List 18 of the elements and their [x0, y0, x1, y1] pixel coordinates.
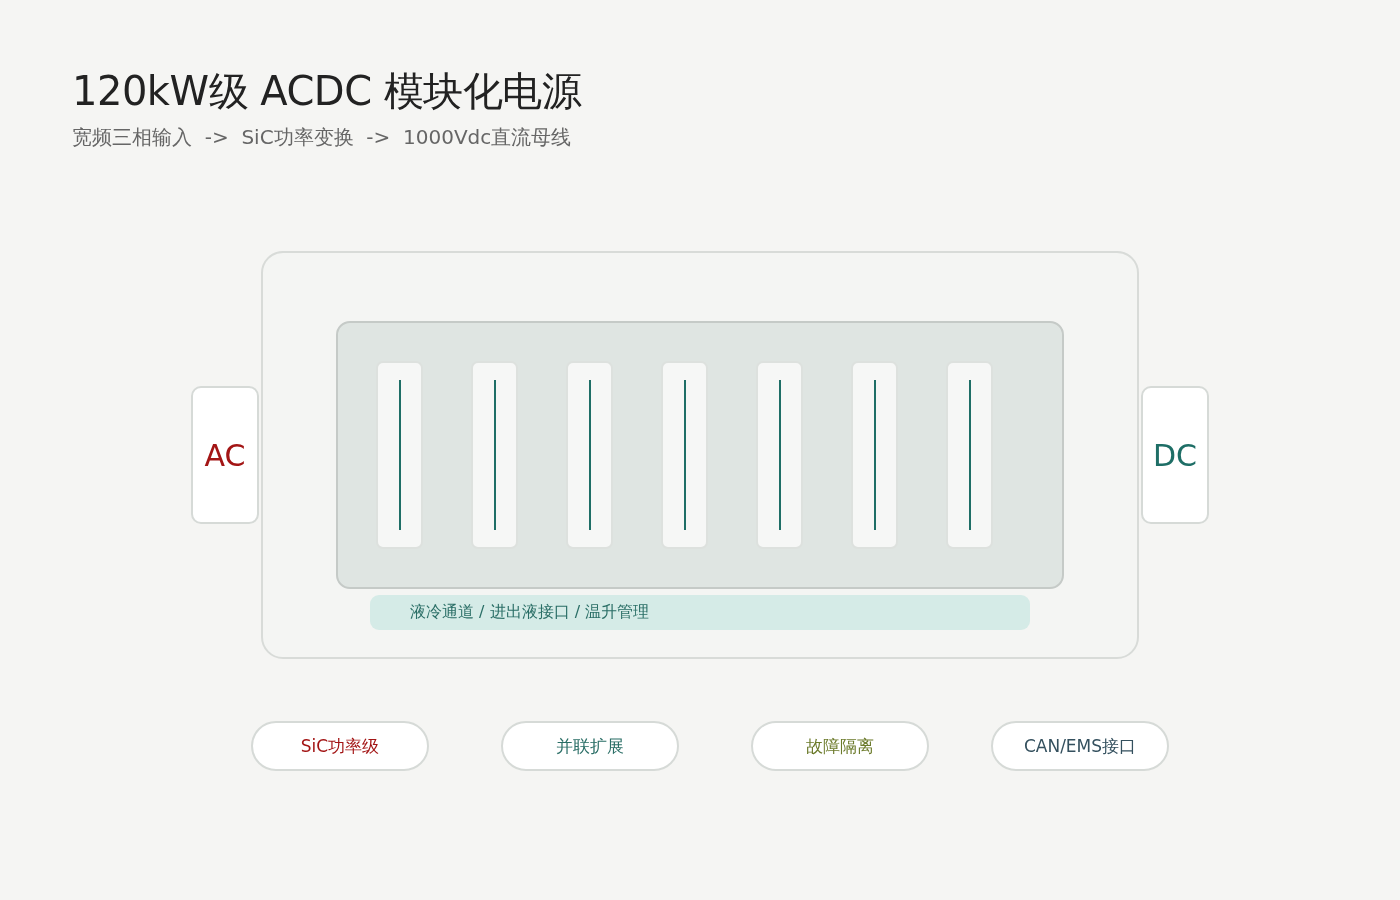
module-box [336, 321, 1064, 589]
power-slot [756, 361, 803, 549]
feature-pill: CAN/EMS接口 [991, 721, 1169, 771]
power-slot [946, 361, 993, 549]
power-slot [471, 361, 518, 549]
power-slot [376, 361, 423, 549]
title: 120kW级 ACDC 模块化电源 [72, 67, 582, 116]
cooling-band: 液冷通道 / 进出液接口 / 温升管理 [370, 595, 1030, 630]
feature-pill: 并联扩展 [501, 721, 679, 771]
feature-pill: SiC功率级 [251, 721, 429, 771]
enclosure-box [261, 251, 1139, 659]
power-slot [851, 361, 898, 549]
subtitle: 宽频三相输入 -> SiC功率变换 -> 1000Vdc直流母线 [72, 124, 572, 151]
power-slot [566, 361, 613, 549]
terminal-box: AC [191, 386, 259, 524]
power-slot [661, 361, 708, 549]
terminal-box: DC [1141, 386, 1209, 524]
feature-pill: 故障隔离 [751, 721, 929, 771]
